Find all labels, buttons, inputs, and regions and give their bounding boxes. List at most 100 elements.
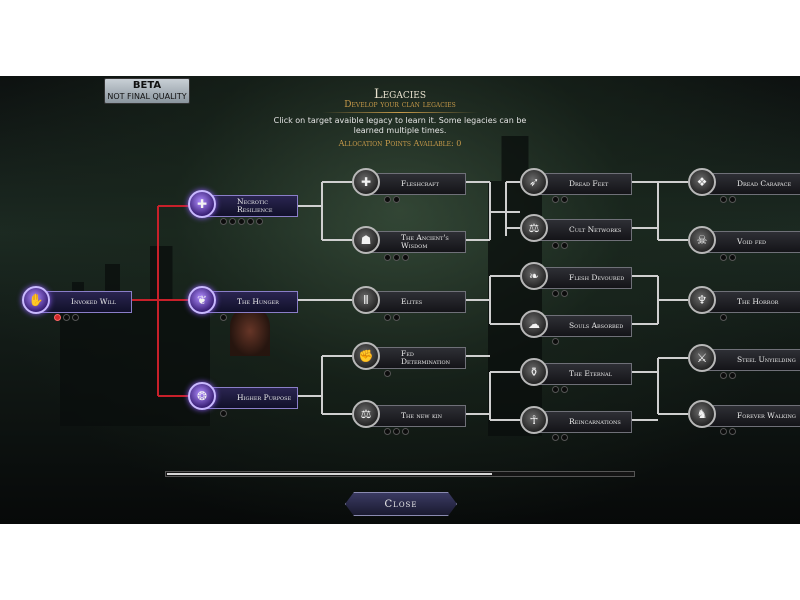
rank-pips bbox=[552, 196, 568, 204]
rank-pip bbox=[220, 218, 227, 225]
rank-pip bbox=[552, 338, 559, 345]
beta-badge: BETA NOT FINAL QUALITY bbox=[104, 78, 190, 104]
legacy-label: Elites bbox=[401, 297, 423, 306]
legacy-node-the-hunger[interactable]: The Hunger ❦ bbox=[188, 286, 298, 324]
legacy-label: Reincarnations bbox=[569, 417, 621, 426]
scrollbar-thumb[interactable] bbox=[167, 473, 492, 475]
legacy-label: Souls Absorbed bbox=[569, 321, 624, 330]
rank-pip bbox=[720, 196, 727, 203]
rank-pips bbox=[720, 372, 736, 380]
skull-icon: ☠ bbox=[688, 226, 716, 254]
rank-pip bbox=[393, 314, 400, 321]
legacy-label: Forever Walking bbox=[737, 411, 796, 420]
rank-pip bbox=[552, 196, 559, 203]
rank-pip bbox=[561, 386, 568, 393]
legacy-node-fed-determination[interactable]: Fed Determination ✊ bbox=[352, 342, 466, 380]
legacy-label: Fed Determination bbox=[401, 349, 451, 366]
rank-pip-filled bbox=[54, 314, 61, 321]
walker-icon: ♞ bbox=[688, 400, 716, 428]
rank-pip bbox=[561, 290, 568, 297]
rank-pips bbox=[220, 410, 227, 418]
rank-pip bbox=[220, 410, 227, 417]
legacy-node-flesh-devoured[interactable]: Flesh Devoured ❧ bbox=[520, 262, 632, 300]
legacy-label: Dread Carapace bbox=[737, 179, 792, 188]
legacy-label: The new kin bbox=[401, 411, 443, 420]
rank-pips bbox=[720, 428, 736, 436]
legacy-node-forever-walking[interactable]: Forever Walking ♞ bbox=[688, 400, 800, 438]
legacy-label: Void fed bbox=[737, 237, 767, 246]
rank-pips bbox=[552, 338, 559, 346]
scales-icon: ⚖ bbox=[352, 400, 380, 428]
legacy-node-void-fed[interactable]: Void fed ☠ bbox=[688, 226, 800, 264]
rank-pips bbox=[384, 314, 400, 322]
allocation-points: Allocation Points Available: 0 bbox=[338, 139, 462, 148]
cross-plus-icon: ✚ bbox=[352, 168, 380, 196]
legacy-node-the-new-kin[interactable]: The new kin ⚖ bbox=[352, 400, 466, 438]
rank-pips bbox=[720, 196, 736, 204]
legacy-label: Invoked Will bbox=[71, 297, 117, 306]
legacy-node-necrotic-resilience[interactable]: Necrotic Resilience ✚ bbox=[188, 190, 298, 228]
rank-pip bbox=[561, 242, 568, 249]
legacy-node-ancients-wisdom[interactable]: The Ancient's Wisdom ☗ bbox=[352, 226, 466, 264]
horizontal-scrollbar[interactable] bbox=[165, 471, 635, 477]
rank-pip bbox=[402, 254, 409, 261]
legacy-label: Flesh Devoured bbox=[569, 273, 625, 282]
rank-pip bbox=[238, 218, 245, 225]
legacy-node-dread-feet[interactable]: Dread Feet ➶ bbox=[520, 168, 632, 206]
rank-pip bbox=[729, 372, 736, 379]
pouch-icon: ❂ bbox=[188, 382, 216, 410]
legacy-node-the-horror[interactable]: The Horror ♆ bbox=[688, 286, 800, 324]
rank-pips bbox=[720, 254, 736, 262]
legacy-node-dread-carapace[interactable]: Dread Carapace ❖ bbox=[688, 168, 800, 206]
rank-pip bbox=[552, 242, 559, 249]
rank-pip bbox=[720, 314, 727, 321]
rank-pip bbox=[384, 196, 391, 203]
legacy-node-higher-purpose[interactable]: Higher Purpose ❂ bbox=[188, 382, 298, 420]
rank-pip bbox=[720, 428, 727, 435]
legacy-node-fleshcraft[interactable]: Fleshcraft ✚ bbox=[352, 168, 466, 206]
legacy-node-cult-networks[interactable]: Cult Networks ⚖ bbox=[520, 214, 632, 252]
rank-pip bbox=[393, 428, 400, 435]
rank-pip bbox=[384, 370, 391, 377]
rank-pip bbox=[729, 196, 736, 203]
rank-pip bbox=[384, 314, 391, 321]
legacy-node-invoked-will[interactable]: Invoked Will ✋ bbox=[22, 286, 132, 324]
pause-rank-icon: Ⅱ bbox=[352, 286, 380, 314]
rank-pips bbox=[54, 314, 79, 322]
rank-pips bbox=[384, 254, 409, 262]
legacy-label: The Eternal bbox=[569, 369, 612, 378]
rank-pip bbox=[552, 434, 559, 441]
castle-doorway-glow bbox=[230, 306, 270, 356]
sword-icon: ⚔ bbox=[688, 344, 716, 372]
legacy-node-souls-absorbed[interactable]: Souls Absorbed ☁ bbox=[520, 310, 632, 348]
legacy-node-steel-unyielding[interactable]: Steel Unyielding ⚔ bbox=[688, 344, 800, 382]
rank-pip bbox=[552, 386, 559, 393]
monster-icon: ♆ bbox=[688, 286, 716, 314]
rank-pips bbox=[384, 370, 391, 378]
legacy-label: Steel Unyielding bbox=[737, 355, 796, 364]
active-connectors bbox=[128, 205, 192, 397]
close-button[interactable]: Close bbox=[345, 492, 457, 516]
legacy-node-the-eternal[interactable]: The Eternal ⚱ bbox=[520, 358, 632, 396]
quality-note: NOT FINAL QUALITY bbox=[107, 92, 187, 101]
rank-pips bbox=[552, 242, 568, 250]
rank-pip bbox=[561, 434, 568, 441]
rank-pip bbox=[256, 218, 263, 225]
legacy-label: Cult Networks bbox=[569, 225, 622, 234]
rank-pip bbox=[561, 196, 568, 203]
legacy-node-elites[interactable]: Elites Ⅱ bbox=[352, 286, 466, 324]
rank-pips bbox=[720, 314, 727, 322]
rank-pip bbox=[247, 218, 254, 225]
legacy-node-reincarnations[interactable]: Reincarnations ☥ bbox=[520, 406, 632, 444]
wraith-icon: ☁ bbox=[520, 310, 548, 338]
blood-drop-icon: ⚱ bbox=[520, 358, 548, 386]
rank-pips bbox=[384, 196, 400, 204]
legacy-label: The Hunger bbox=[237, 297, 279, 306]
fang-icon: ❦ bbox=[188, 286, 216, 314]
page-subtitle: Develop your clan legacies bbox=[344, 100, 456, 110]
locked-connectors bbox=[296, 181, 688, 421]
rank-pips bbox=[220, 218, 263, 226]
legacy-label: Higher Purpose bbox=[237, 393, 292, 402]
legacy-label: The Horror bbox=[737, 297, 779, 306]
rank-pip bbox=[402, 428, 409, 435]
